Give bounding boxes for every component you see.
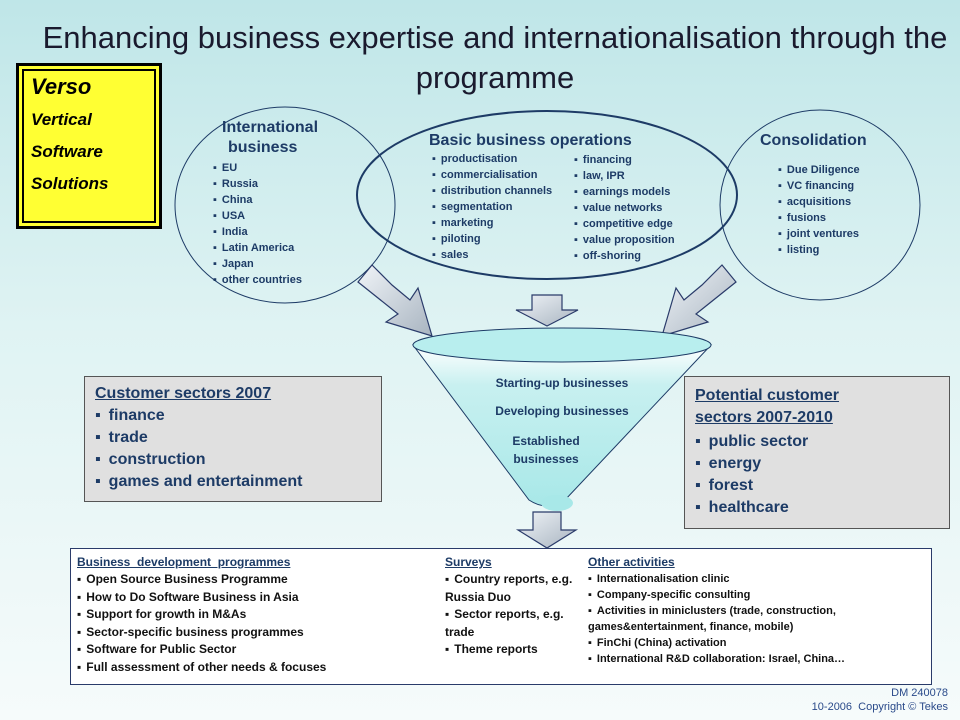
- surveys-heading: Surveys: [445, 555, 492, 569]
- list-item: India: [213, 224, 302, 240]
- potential-sectors-heading-line2: sectors 2007-2010: [695, 409, 833, 426]
- basic-right-list: financing law, IPR earnings models value…: [574, 152, 675, 264]
- list-item: Latin America: [213, 240, 302, 256]
- potential-sectors-heading: Potential customer sectors 2007-2010: [695, 385, 939, 429]
- list-item: acquisitions: [778, 194, 860, 210]
- list-item: financing: [574, 152, 675, 168]
- list-item: Support for growth in M&As: [77, 606, 433, 624]
- funnel-stage-established-line1: Established: [512, 434, 580, 448]
- verso-line-vertical: Vertical: [31, 110, 92, 129]
- list-item: VC financing: [778, 178, 860, 194]
- customer-sectors-heading: Customer sectors 2007: [95, 385, 272, 402]
- list-item: Sector reports, e.g. trade: [445, 606, 576, 641]
- funnel-rim: [412, 327, 712, 363]
- list-item: Sector-specific business programmes: [77, 624, 433, 642]
- list-item: value proposition: [574, 232, 675, 248]
- list-item: commercialisation: [432, 167, 552, 183]
- potential-sectors-heading-line1: Potential customer: [695, 387, 840, 404]
- funnel-stage-developing: Developing businesses: [495, 404, 629, 418]
- list-item: Due Diligence: [778, 162, 860, 178]
- list-item: Japan: [213, 256, 302, 272]
- right-arrow: [661, 264, 737, 337]
- surveys-column: Surveys Country reports, e.g. Russia Duo…: [439, 549, 582, 684]
- basic-label: Basic business operations: [429, 132, 632, 149]
- funnel-stage-established-line2: businesses: [513, 452, 579, 466]
- list-item: Internationalisation clinic: [588, 571, 925, 587]
- list-item: productisation: [432, 151, 552, 167]
- verso-box: Verso Vertical Software Solutions: [16, 63, 162, 229]
- list-item: FinChi (China) activation: [588, 635, 925, 651]
- list-item: distribution channels: [432, 183, 552, 199]
- list-item: China: [213, 192, 302, 208]
- funnel-stage-established: Established businesses: [446, 432, 646, 468]
- list-item: healthcare: [695, 497, 939, 519]
- list-item: Russia: [213, 176, 302, 192]
- list-item: Company-specific consulting: [588, 587, 925, 603]
- funnel-body: [412, 344, 713, 507]
- other-activities-column: Other activities Internationalisation cl…: [582, 549, 931, 684]
- footer: DM 240078 10-2006 Copyright © Tekes: [812, 686, 948, 714]
- verso-line-software: Software: [31, 142, 103, 161]
- list-item: other countries: [213, 272, 302, 288]
- consolidation-ellipse: [719, 109, 921, 301]
- activities-box: Business development programmes Open Sou…: [70, 548, 932, 685]
- center-arrow: [515, 294, 579, 327]
- list-item: earnings models: [574, 184, 675, 200]
- programmes-column: Business development programmes Open Sou…: [71, 549, 439, 684]
- list-item: marketing: [432, 215, 552, 231]
- list-item: listing: [778, 242, 860, 258]
- potential-sectors-box: Potential customer sectors 2007-2010 pub…: [684, 376, 950, 529]
- list-item: sales: [432, 247, 552, 263]
- consolidation-label: Consolidation: [760, 132, 867, 149]
- list-item: EU: [213, 160, 302, 176]
- verso-name: Verso: [31, 74, 92, 99]
- list-item: energy: [695, 453, 939, 475]
- list-item: International R&D collaboration: Israel,…: [588, 651, 925, 667]
- international-ellipse: [174, 106, 396, 304]
- bottom-arrow: [515, 511, 579, 549]
- verso-line-solutions: Solutions: [31, 174, 109, 193]
- basic-left-list: productisation commercialisation distrib…: [432, 151, 552, 263]
- list-item: public sector: [695, 431, 939, 453]
- funnel-tip: [541, 495, 573, 511]
- list-item: USA: [213, 208, 302, 224]
- doc-id: DM 240078: [891, 687, 948, 699]
- consolidation-list: Due Diligence VC financing acquisitions …: [778, 162, 860, 258]
- list-item: Theme reports: [445, 641, 576, 659]
- customer-sectors-box: Customer sectors 2007 finance trade cons…: [84, 376, 382, 502]
- other-activities-heading: Other activities: [588, 555, 675, 569]
- list-item: fusions: [778, 210, 860, 226]
- list-item: Open Source Business Programme: [77, 571, 433, 589]
- list-item: joint ventures: [778, 226, 860, 242]
- international-list: EU Russia China USA India Latin America …: [213, 160, 302, 288]
- list-item: games and entertainment: [95, 471, 371, 493]
- list-item: trade: [95, 427, 371, 449]
- list-item: How to Do Software Business in Asia: [77, 589, 433, 607]
- list-item: construction: [95, 449, 371, 471]
- list-item: piloting: [432, 231, 552, 247]
- basic-ellipse: [356, 110, 738, 280]
- copyright: 10-2006 Copyright © Tekes: [811, 701, 948, 713]
- list-item: Full assessment of other needs & focuses: [77, 659, 433, 677]
- list-item: Software for Public Sector: [77, 641, 433, 659]
- list-item: forest: [695, 475, 939, 497]
- list-item: Country reports, e.g. Russia Duo: [445, 571, 576, 606]
- funnel-stage-startup: Starting-up businesses: [495, 376, 629, 390]
- list-item: competitive edge: [574, 216, 675, 232]
- list-item: finance: [95, 405, 371, 427]
- programmes-heading: Business development programmes: [77, 555, 291, 569]
- list-item: law, IPR: [574, 168, 675, 184]
- list-item: Activities in miniclusters (trade, const…: [588, 603, 925, 635]
- international-label-line1: International: [222, 119, 319, 136]
- left-arrow: [357, 264, 433, 337]
- page-title: Enhancing business expertise and interna…: [42, 20, 948, 95]
- international-label: International business: [222, 118, 318, 158]
- list-item: off-shoring: [574, 248, 675, 264]
- list-item: value networks: [574, 200, 675, 216]
- list-item: segmentation: [432, 199, 552, 215]
- international-label-line2: business: [228, 139, 298, 156]
